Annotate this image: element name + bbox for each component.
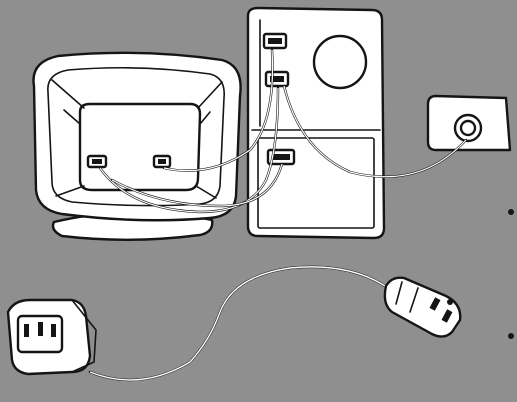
fan-grille (314, 36, 366, 88)
iec-connector (8, 300, 96, 374)
wall-outlet (428, 96, 510, 150)
computer-unit-rear (248, 8, 384, 238)
power-plug (385, 278, 460, 337)
power-cord (8, 267, 460, 380)
monitor-rear-housing (80, 104, 200, 190)
